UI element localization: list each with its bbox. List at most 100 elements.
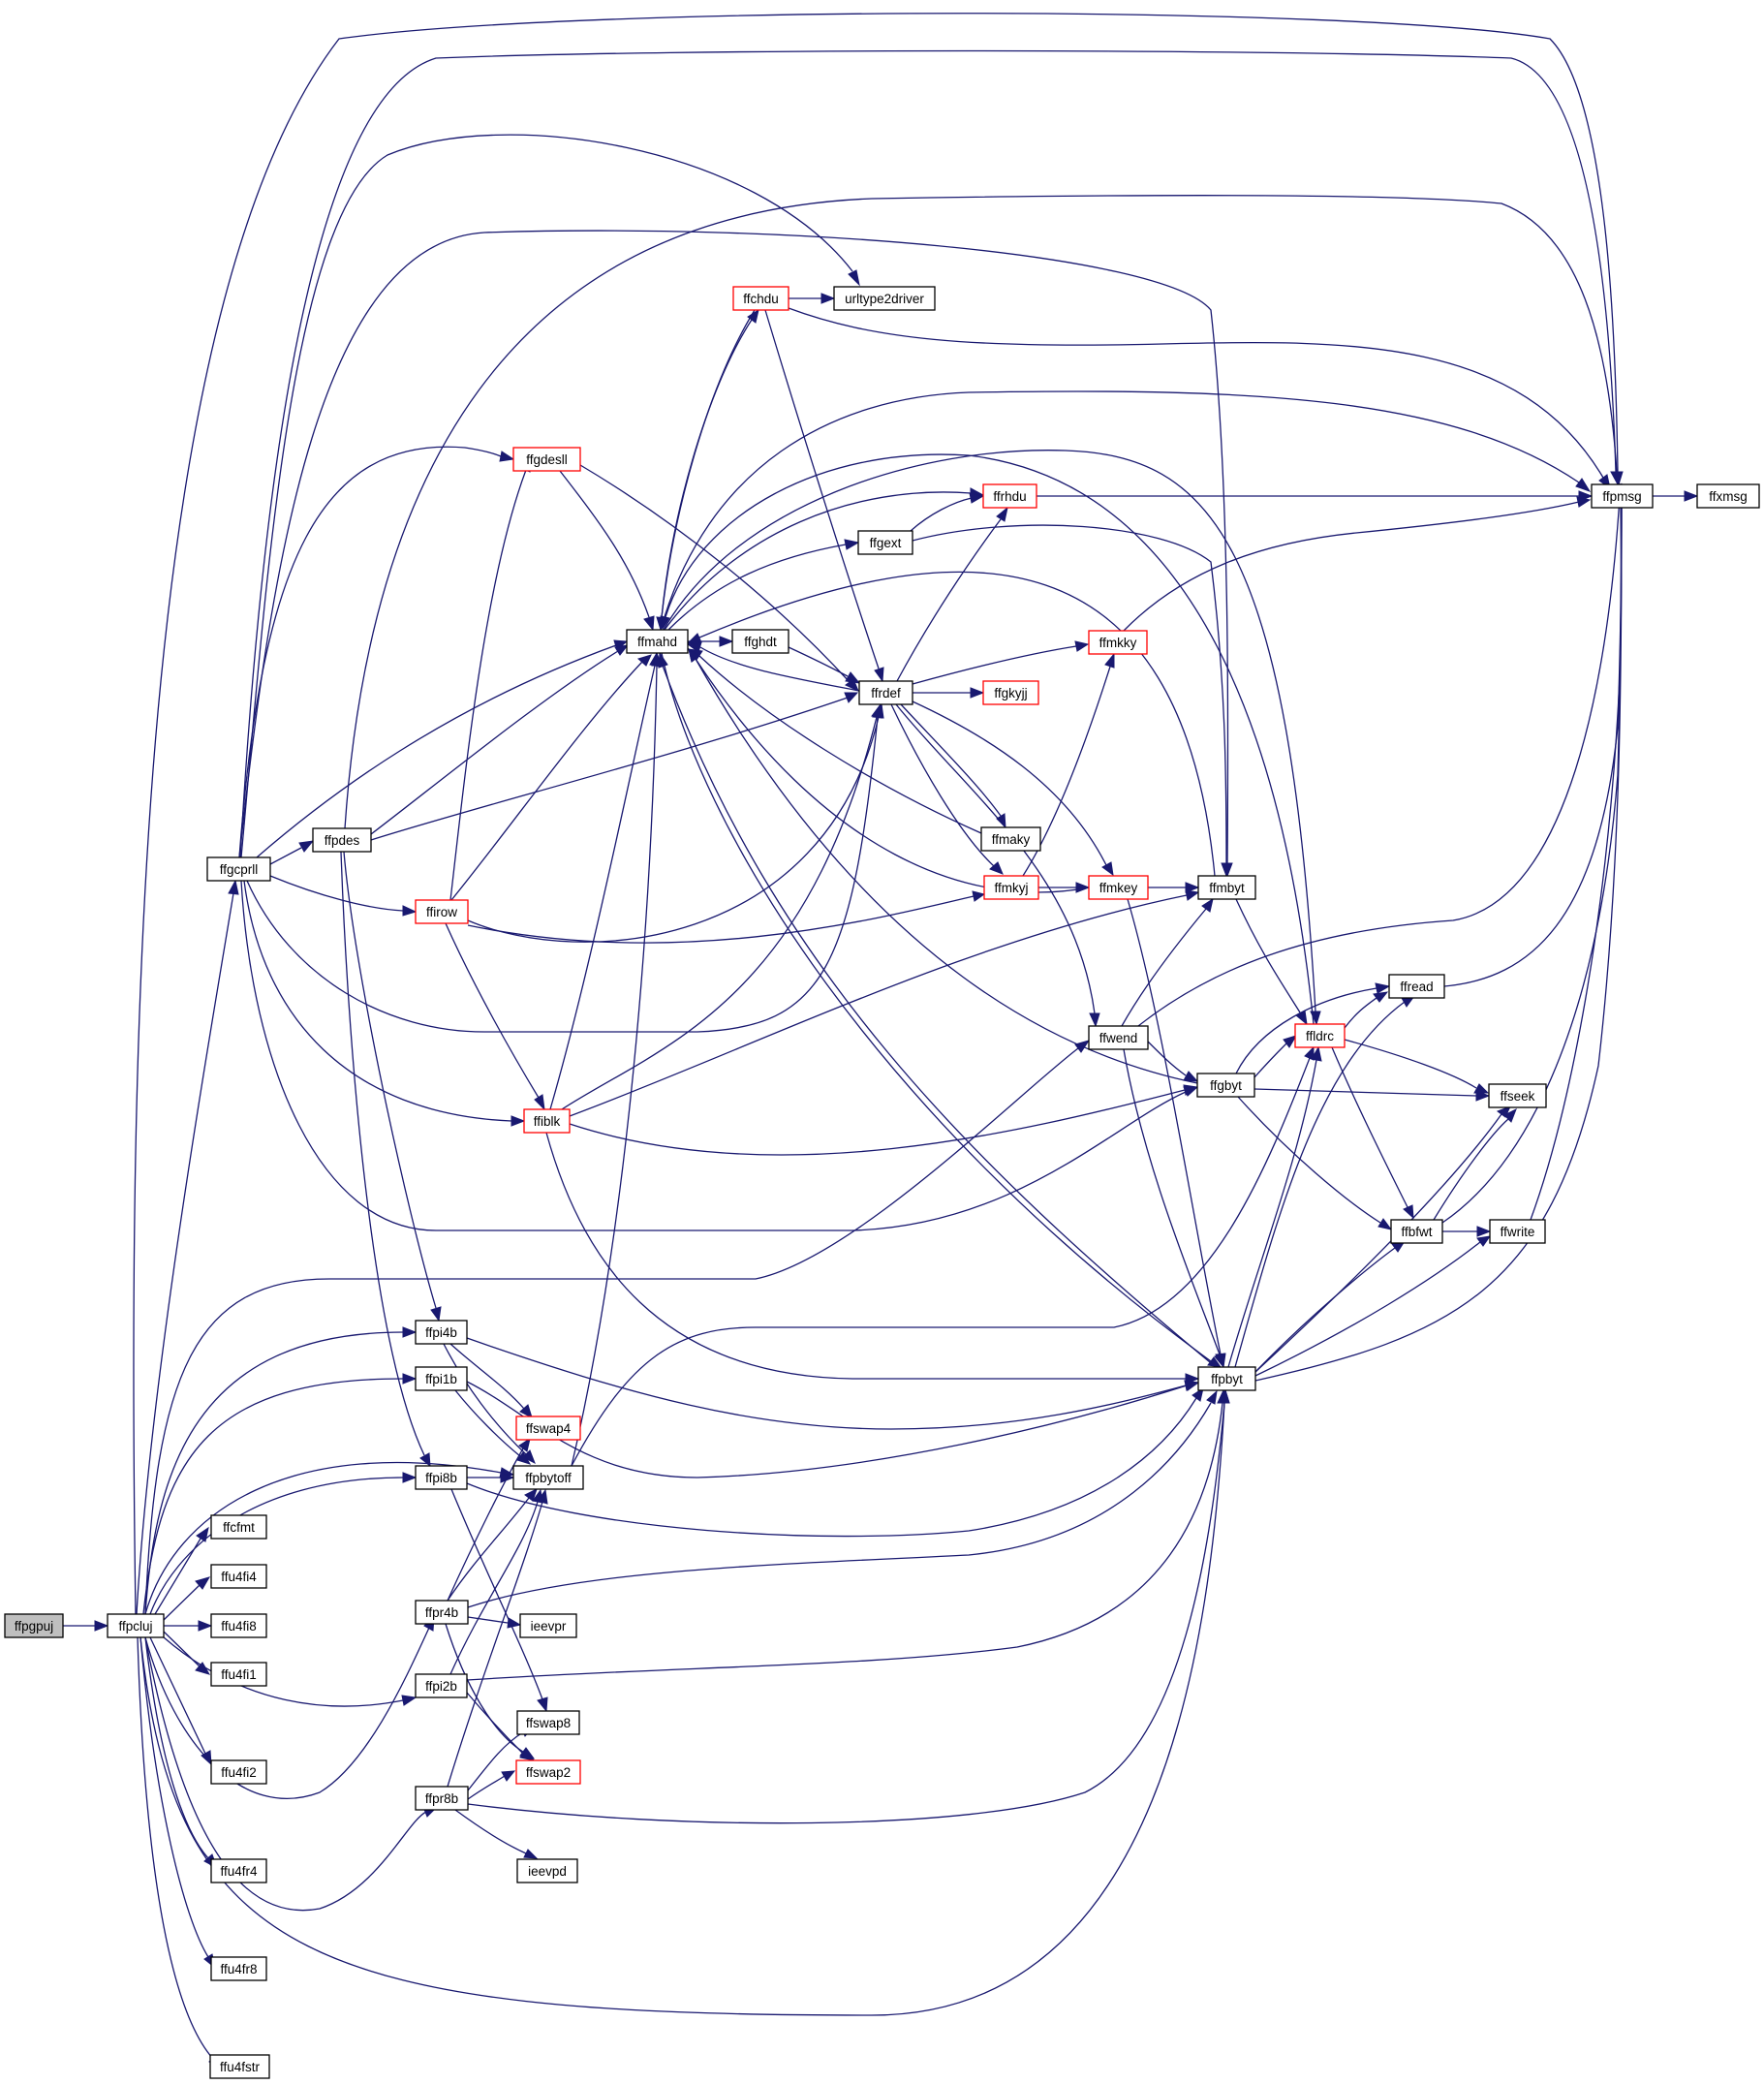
node-ffgcprll[interactable]: ffgcprll: [206, 856, 271, 882]
edge-arrowhead: [969, 492, 985, 504]
node-ieevpd[interactable]: ieevpd: [516, 1858, 578, 1883]
node-ffldrc[interactable]: ffldrc: [1294, 1023, 1346, 1048]
node-label-ffgcprll: ffgcprll: [220, 862, 259, 877]
node-ffmkey[interactable]: ffmkey: [1088, 875, 1149, 900]
node-label-ffread: ffread: [1400, 980, 1433, 994]
node-ffwrite[interactable]: ffwrite: [1489, 1219, 1546, 1244]
node-ffpi8b[interactable]: ffpi8b: [415, 1465, 468, 1490]
node-ffmahd[interactable]: ffmahd: [626, 629, 689, 654]
node-box-ffpi1b: [415, 1366, 468, 1391]
edge-ffpr4b-to-ffswap4: [447, 1437, 531, 1602]
edge-line: [139, 1402, 1225, 2016]
node-ieevpr[interactable]: ieevpr: [519, 1613, 577, 1638]
node-label-ffghdt: ffghdt: [744, 635, 777, 649]
node-label-ffpr8b: ffpr8b: [425, 1791, 458, 1806]
node-ffpi1b[interactable]: ffpi1b: [415, 1366, 468, 1391]
edge-line: [1441, 496, 1623, 1224]
node-box-ffwrite: [1489, 1219, 1546, 1244]
node-ffgkyjj[interactable]: ffgkyjj: [982, 680, 1039, 705]
node-urltype2driver[interactable]: urltype2driver: [833, 286, 936, 311]
edge-ffbfwt-to-ffwrite: [1442, 1226, 1492, 1237]
node-label-ffxmsg: ffxmsg: [1709, 489, 1748, 504]
node-ffu4fr4[interactable]: ffu4fr4: [210, 1858, 267, 1883]
edge-line: [1022, 666, 1111, 877]
node-ffu4fi2[interactable]: ffu4fi2: [210, 1759, 267, 1785]
edge-ffmahd-to-ffgext: [667, 539, 860, 631]
edge-arrowhead: [524, 1488, 538, 1502]
edge-arrowhead: [519, 1404, 533, 1418]
node-ffu4fi4[interactable]: ffu4fi4: [210, 1564, 267, 1589]
node-ffmkyj[interactable]: ffmkyj: [983, 875, 1039, 900]
edge-line: [559, 470, 650, 618]
edge-arrowhead: [1373, 991, 1389, 1003]
edge-line: [1344, 997, 1377, 1029]
node-ffmkky[interactable]: ffmkky: [1088, 630, 1148, 655]
node-box-ieevpd: [516, 1858, 578, 1883]
edge-ffiblk-to-ffpbyt: [545, 1132, 1200, 1385]
edge-line: [896, 518, 1002, 682]
node-ffgext[interactable]: ffgext: [857, 530, 913, 555]
node-ffpcluj[interactable]: ffpcluj: [107, 1613, 165, 1638]
node-ffgdesll[interactable]: ffgdesll: [512, 447, 581, 472]
edge-arrowhead: [1476, 1235, 1492, 1247]
node-ffswap8[interactable]: ffswap8: [516, 1710, 580, 1735]
edge-line: [698, 655, 982, 834]
node-ffpr4b[interactable]: ffpr4b: [415, 1600, 469, 1625]
node-ffpbyt[interactable]: ffpbyt: [1197, 1366, 1256, 1391]
node-ffghdt[interactable]: ffghdt: [731, 629, 789, 654]
edge-arrowhead: [688, 647, 700, 663]
edge-line: [466, 1337, 1187, 1430]
edge-line: [466, 1402, 1223, 1681]
node-ffiblk[interactable]: ffiblk: [523, 1108, 571, 1134]
edge-ffgcprll-to-urltype2driver: [240, 134, 860, 858]
node-box-ffu4fi1: [210, 1662, 267, 1687]
node-ffmbyt[interactable]: ffmbyt: [1197, 875, 1256, 900]
node-ffu4fi8[interactable]: ffu4fi8: [210, 1613, 267, 1638]
node-ffpbytoff[interactable]: ffpbytoff: [512, 1465, 584, 1490]
node-box-ffgkyjj: [982, 680, 1039, 705]
node-ffpr8b[interactable]: ffpr8b: [415, 1786, 469, 1811]
node-box-ffiblk: [523, 1108, 571, 1134]
node-ffwend[interactable]: ffwend: [1088, 1025, 1149, 1050]
edge-arrowhead: [518, 1437, 531, 1452]
edge-line: [149, 1636, 206, 1755]
node-ffswap4[interactable]: ffswap4: [515, 1416, 581, 1441]
edge-line: [1234, 1001, 1406, 1368]
node-box-ffmkyj: [983, 875, 1039, 900]
node-ffpdes[interactable]: ffpdes: [312, 827, 372, 853]
node-ffpmsg[interactable]: ffpmsg: [1591, 483, 1654, 509]
node-ffcfmt[interactable]: ffcfmt: [210, 1514, 267, 1540]
edge-line: [450, 661, 643, 901]
edge-ffpdes-to-ffpi4b: [343, 851, 442, 1323]
node-ffu4fr8[interactable]: ffu4fr8: [210, 1956, 267, 1981]
edge-arrowhead: [1184, 1380, 1200, 1391]
node-ffgbyt[interactable]: ffgbyt: [1196, 1073, 1255, 1098]
edge-arrowhead: [1101, 861, 1114, 877]
node-ffrhdu[interactable]: ffrhdu: [982, 483, 1037, 509]
edge-ffgcprll-to-ffmahd: [256, 639, 629, 858]
node-ffu4fstr[interactable]: ffu4fstr: [209, 2054, 270, 2079]
edge-ffirow-to-ffmkyj: [467, 890, 986, 944]
node-ffseek[interactable]: ffseek: [1488, 1083, 1547, 1108]
node-box-ffghdt: [731, 629, 789, 654]
node-ffxmsg[interactable]: ffxmsg: [1696, 483, 1760, 509]
node-ffpgpuj[interactable]: ffpgpuj: [4, 1613, 64, 1638]
node-ffirow[interactable]: ffirow: [415, 899, 469, 924]
node-ffu4fi1[interactable]: ffu4fi1: [210, 1662, 267, 1687]
edge-arrowhead: [198, 1620, 213, 1632]
node-ffpi2b[interactable]: ffpi2b: [415, 1673, 468, 1698]
node-ffmaky[interactable]: ffmaky: [980, 826, 1041, 852]
edge-ffpcluj-to-ffpi8b: [149, 1472, 418, 1615]
node-ffpi4b[interactable]: ffpi4b: [415, 1320, 468, 1345]
edge-ffchdu-to-ffmahd: [656, 309, 756, 632]
edge-ffpr8b-to-ffswap2: [467, 1770, 516, 1800]
node-ffread[interactable]: ffread: [1388, 974, 1445, 999]
node-ffchdu[interactable]: ffchdu: [732, 286, 789, 311]
node-ffswap2[interactable]: ffswap2: [515, 1759, 581, 1785]
edge-line: [467, 1402, 1225, 1824]
edge-arrowhead: [196, 1526, 209, 1542]
node-ffbfwt[interactable]: ffbfwt: [1390, 1219, 1443, 1244]
node-ffrdef[interactable]: ffrdef: [858, 680, 913, 705]
edge-line: [239, 49, 1617, 858]
edge-arrowhead: [1191, 1386, 1204, 1402]
